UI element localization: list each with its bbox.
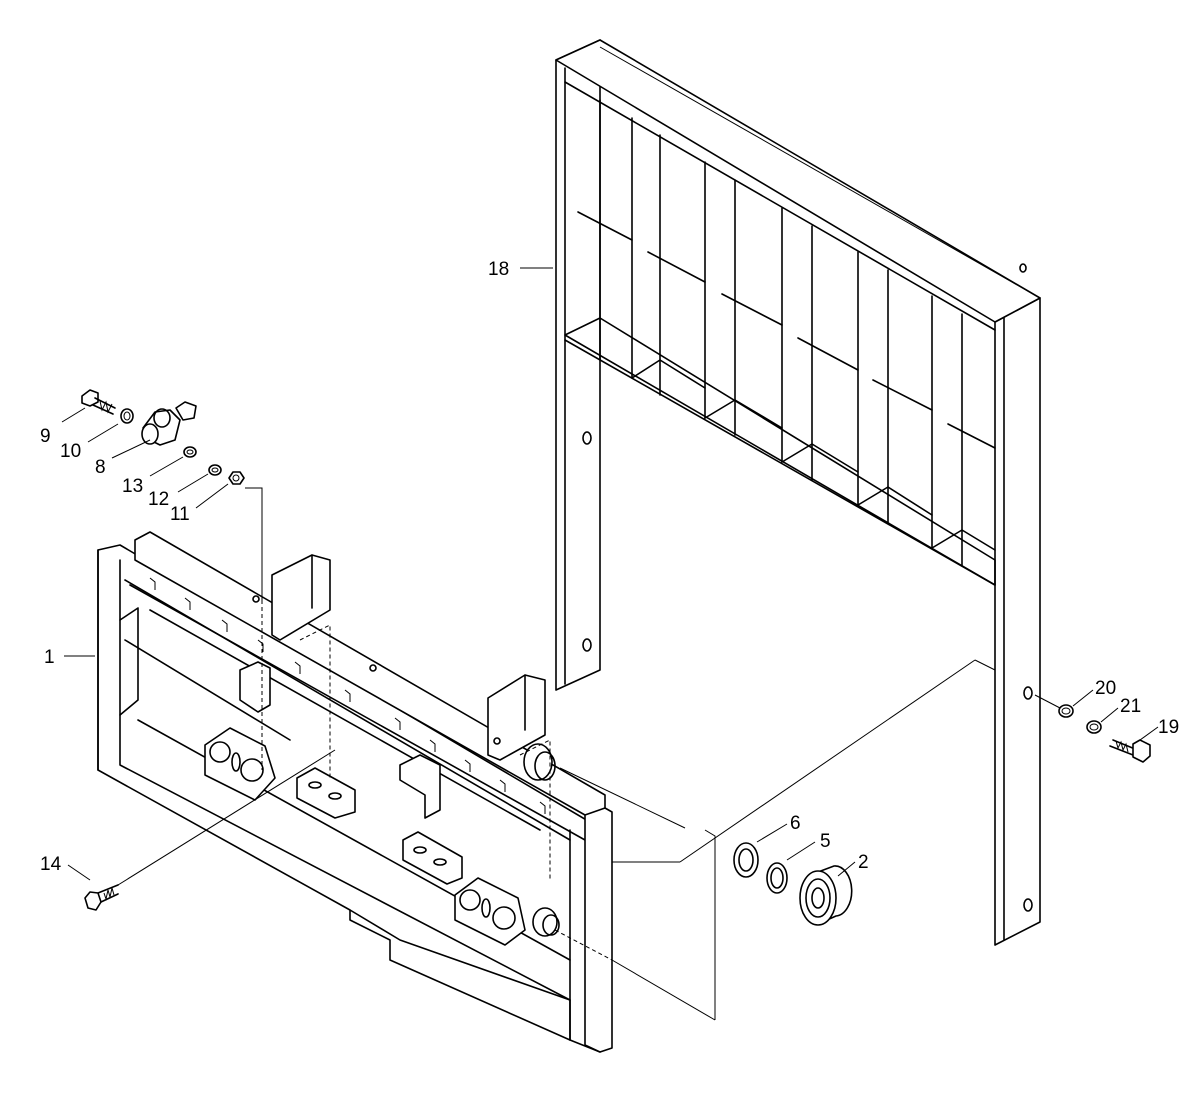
part-20-washer [1058, 704, 1074, 718]
part-2-bearing [799, 865, 853, 926]
callout-9: 9 [40, 426, 51, 447]
callout-13: 13 [122, 476, 143, 497]
callout-21: 21 [1120, 696, 1141, 717]
callout-14: 14 [40, 854, 62, 875]
part-10-washer [120, 408, 134, 424]
part-8-eccentric-roller [141, 401, 197, 446]
part-18-backrest-frame [555, 39, 1041, 946]
callout-12: 12 [148, 489, 169, 510]
callout-5: 5 [820, 831, 831, 852]
part-6-washer [733, 842, 759, 878]
part-21-washer [1086, 720, 1102, 734]
callout-11: 11 [170, 504, 190, 525]
callout-19: 19 [1158, 717, 1179, 738]
backrest-cross-bars [577, 211, 996, 449]
part-11-nut [228, 471, 245, 485]
callout-1: 1 [44, 647, 55, 668]
leader-lines [61, 46, 1159, 1021]
part-9-bolt [81, 389, 116, 415]
hidden-lines [261, 600, 613, 961]
hook-clamp-right [454, 877, 526, 946]
part-12-washer [208, 464, 222, 476]
callout-20: 20 [1095, 678, 1116, 699]
carriage-slots [149, 577, 546, 814]
callout-2: 2 [858, 852, 869, 873]
part-19-bolt [1109, 739, 1151, 763]
callout-6: 6 [790, 813, 801, 834]
part-13-washer [183, 446, 197, 458]
backrest-slats [599, 99, 963, 567]
part-1-fork-carriage [97, 531, 613, 1053]
part-14-bolt [84, 884, 119, 911]
callout-10: 10 [60, 441, 81, 462]
hook-clamp-left [204, 727, 276, 801]
callout-18: 18 [488, 259, 509, 280]
callout-8: 8 [95, 457, 106, 478]
part-5-washer [766, 862, 788, 894]
